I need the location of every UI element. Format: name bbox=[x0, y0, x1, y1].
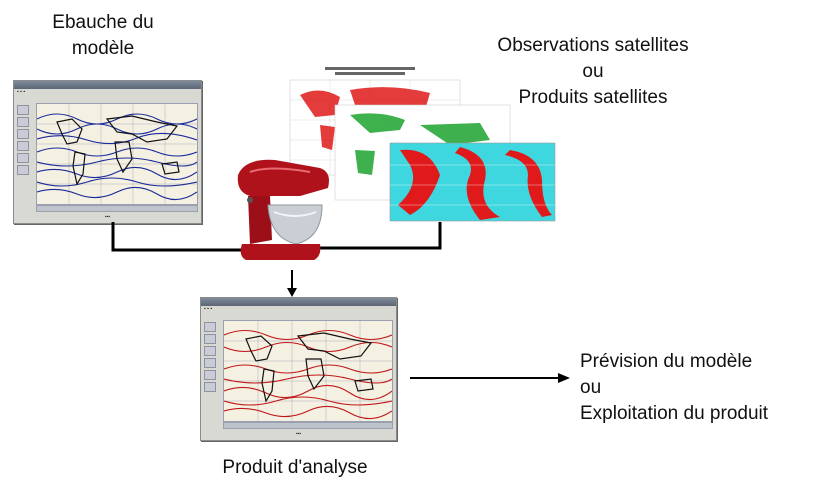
observations-label-line3: Produits satellites bbox=[518, 87, 668, 108]
background-map-frame bbox=[36, 103, 198, 205]
window-status: ▪▪▪ bbox=[104, 214, 111, 220]
observations-label: Observations satellites ou Produits sate… bbox=[458, 33, 728, 111]
analysis-label: Produit d'analyse bbox=[222, 457, 368, 478]
window-toolbar bbox=[17, 103, 31, 177]
background-label: Ebauche du modèle bbox=[18, 10, 188, 62]
window-menubar: ▪ ▪ ▪ bbox=[204, 306, 213, 312]
background-label-line2: modèle bbox=[71, 38, 135, 59]
satellite-maps bbox=[289, 67, 556, 222]
window-status: ▪▪▪ bbox=[295, 431, 302, 437]
analysis-window: ▪ ▪ ▪ bbox=[200, 297, 397, 441]
analysis-map-frame bbox=[223, 320, 393, 422]
window-menubar: ▪ ▪ ▪ bbox=[17, 89, 26, 95]
background-label-line1: Ebauche du bbox=[52, 12, 154, 33]
analysis-map bbox=[224, 321, 392, 421]
observations-label-line2: ou bbox=[582, 61, 604, 82]
forecast-label-line3: Exploitation du produit bbox=[580, 403, 769, 424]
window-scrollbar bbox=[36, 205, 198, 212]
forecast-label-line2: ou bbox=[580, 377, 602, 398]
window-toolbar bbox=[204, 320, 218, 394]
window-titlebar bbox=[201, 298, 396, 306]
background-model-window: ▪ ▪ ▪ bbox=[13, 80, 202, 224]
window-scrollbar bbox=[223, 422, 393, 429]
forecast-label-line1: Prévision du modèle bbox=[580, 351, 753, 372]
forecast-label: Prévision du modèle ou Exploitation du p… bbox=[580, 349, 825, 427]
observations-label-line1: Observations satellites bbox=[497, 35, 689, 56]
background-map bbox=[37, 104, 197, 204]
satellite-observations-stack bbox=[280, 55, 560, 225]
window-titlebar bbox=[14, 81, 201, 89]
